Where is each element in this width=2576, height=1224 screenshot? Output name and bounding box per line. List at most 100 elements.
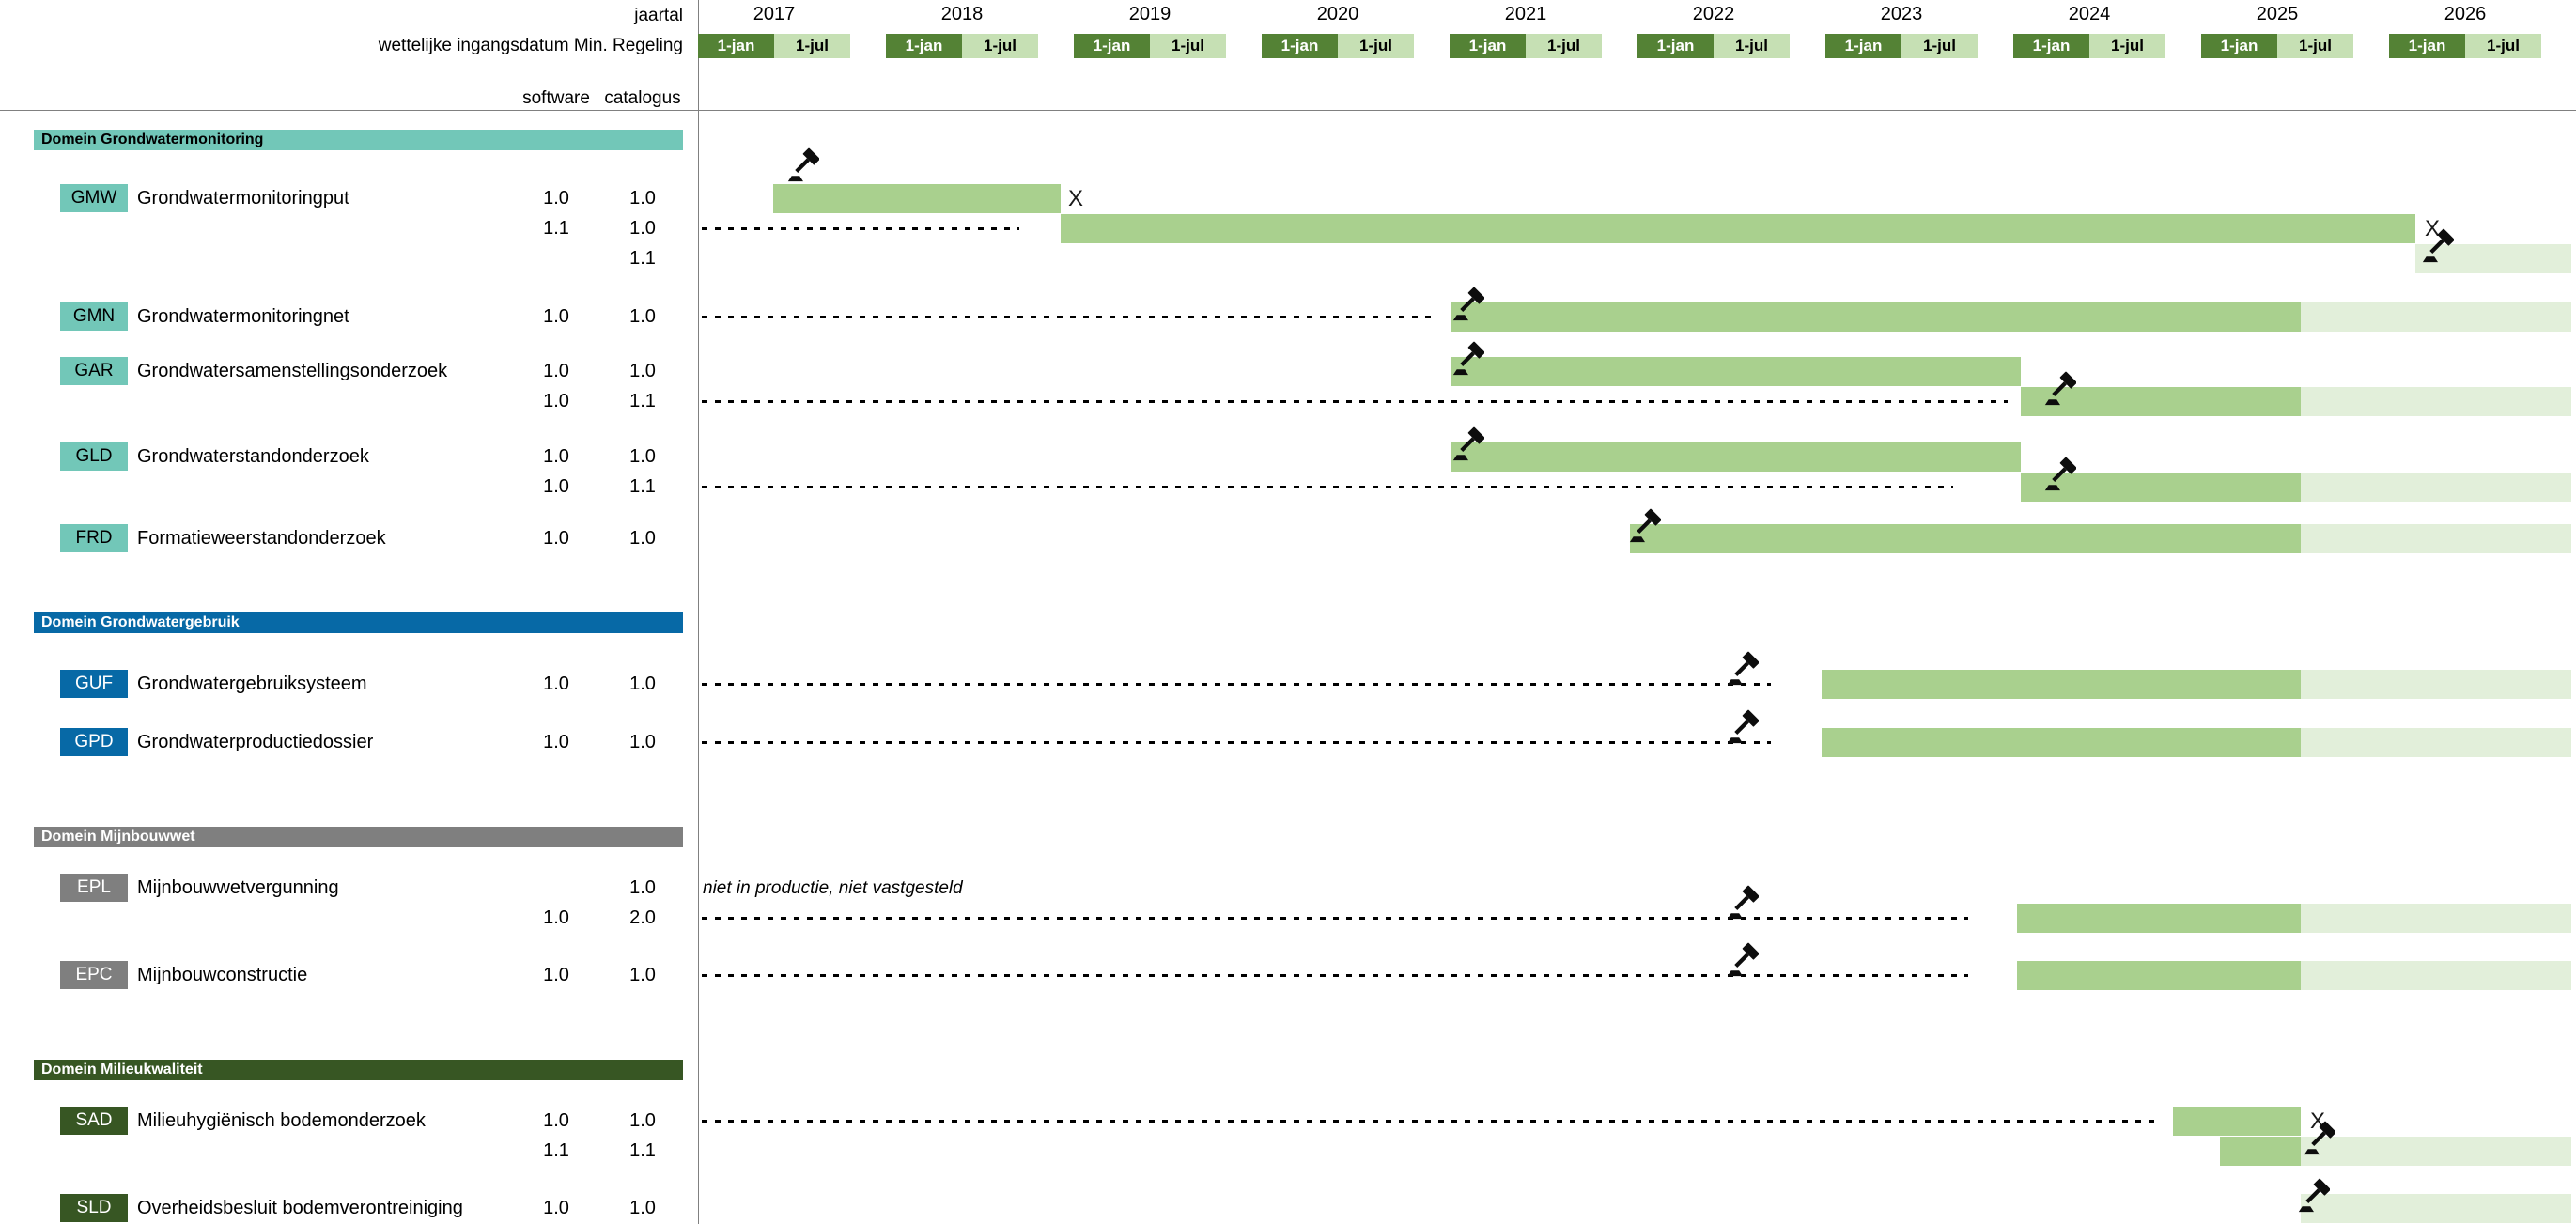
- software-version: 1.1: [543, 1140, 569, 1161]
- dash-line: [702, 227, 1019, 230]
- jul-cell: 1-jul: [2277, 34, 2353, 58]
- product-name: Grondwaterproductiedossier: [137, 732, 374, 752]
- software-column-header: software: [522, 88, 590, 108]
- timeline-bar-realized: [1630, 524, 2301, 553]
- jan-cell: 1-jan: [2201, 34, 2277, 58]
- x-marker: X: [1068, 186, 1084, 211]
- gavel-icon: [1727, 884, 1759, 923]
- year-label: 2022: [1692, 4, 1735, 24]
- panel-divider-line: [698, 0, 699, 1224]
- jan-cell: 1-jan: [2389, 34, 2465, 58]
- timeline-bar-realized: [2021, 387, 2301, 416]
- jul-cell: 1-jul: [962, 34, 1038, 58]
- gavel-icon: [1452, 426, 1484, 465]
- catalogus-version: 1.1: [629, 1140, 656, 1161]
- product-name: Grondwaterstandonderzoek: [137, 446, 369, 467]
- timeline-bar-realized: [2017, 904, 2301, 933]
- jul-cell: 1-jul: [1714, 34, 1790, 58]
- product-code-badge: GPD: [60, 728, 128, 756]
- year-label: 2018: [940, 4, 984, 24]
- catalogus-version: 1.1: [629, 248, 656, 269]
- catalogus-version: 1.0: [629, 674, 656, 694]
- timeline-bar-realized: [1451, 357, 2021, 386]
- gavel-icon: [1452, 340, 1484, 380]
- software-version: 1.0: [543, 907, 569, 928]
- year-label: 2017: [753, 4, 796, 24]
- timeline-bar-planned: [2301, 473, 2571, 502]
- not-in-production-note: niet in productie, niet vastgesteld: [703, 878, 963, 898]
- year-label: 2019: [1128, 4, 1172, 24]
- catalogus-version: 1.0: [629, 877, 656, 898]
- dash-line: [702, 486, 1953, 488]
- section-header: Domein Grondwatergebruik: [34, 612, 683, 633]
- jul-cell: 1-jul: [2465, 34, 2541, 58]
- catalogus-version: 1.0: [629, 188, 656, 209]
- year-label: 2021: [1504, 4, 1547, 24]
- catalogus-version: 1.0: [629, 446, 656, 467]
- timeline-bar-planned: [2301, 387, 2571, 416]
- jul-cell: 1-jul: [1901, 34, 1978, 58]
- jan-cell: 1-jan: [1074, 34, 1150, 58]
- timeline-bar-realized: [2017, 961, 2301, 990]
- catalogus-version: 1.0: [629, 306, 656, 327]
- jul-cell: 1-jul: [774, 34, 850, 58]
- dash-line: [702, 683, 1771, 686]
- software-version: 1.0: [543, 446, 569, 467]
- timeline-bar-realized: [773, 184, 1061, 213]
- product-name: Formatieweerstandonderzoek: [137, 528, 386, 549]
- dash-line: [702, 974, 1968, 977]
- catalogus-version: 1.0: [629, 965, 656, 985]
- year-label: 2024: [2068, 4, 2111, 24]
- timeline-bar-realized: [1451, 442, 2021, 472]
- timeline-bar-planned: [2301, 961, 2571, 990]
- dash-line: [702, 917, 1968, 920]
- gavel-icon: [787, 147, 819, 186]
- timeline-bar-planned: [2415, 244, 2571, 273]
- catalogus-version: 1.0: [629, 361, 656, 381]
- dash-line: [702, 400, 2008, 403]
- gavel-icon: [2304, 1120, 2335, 1159]
- catalogus-version: 1.0: [629, 218, 656, 239]
- software-version: 1.0: [543, 1198, 569, 1218]
- year-label: 2020: [1316, 4, 1359, 24]
- dash-line: [702, 741, 1771, 744]
- gavel-icon: [1727, 941, 1759, 981]
- product-code-badge: SAD: [60, 1107, 128, 1135]
- gavel-icon: [1727, 650, 1759, 689]
- timeline-bar-realized: [2021, 473, 2301, 502]
- timeline-bar-planned: [2301, 670, 2571, 699]
- jan-cell: 1-jan: [1825, 34, 1901, 58]
- product-name: Grondwatergebruiksysteem: [137, 674, 367, 694]
- year-label: 2025: [2256, 4, 2299, 24]
- jul-cell: 1-jul: [1526, 34, 1602, 58]
- timeline-bar-realized: [1822, 670, 2301, 699]
- catalogus-version: 1.0: [629, 528, 656, 549]
- product-name: Overheidsbesluit bodemverontreiniging: [137, 1198, 463, 1218]
- timeline-bar-planned: [2301, 302, 2571, 332]
- software-version: 1.0: [543, 361, 569, 381]
- timeline-bar-realized: [1451, 302, 2301, 332]
- product-code-badge: SLD: [60, 1194, 128, 1222]
- software-version: 1.0: [543, 391, 569, 411]
- jan-cell: 1-jan: [1262, 34, 1338, 58]
- timeline-bar-planned: [2301, 1194, 2571, 1223]
- product-code-badge: GMW: [60, 184, 128, 212]
- product-name: Grondwatersamenstellingsonderzoek: [137, 361, 448, 381]
- jul-cell: 1-jul: [1150, 34, 1226, 58]
- x-marker: X: [2425, 216, 2441, 241]
- software-version: 1.0: [543, 965, 569, 985]
- product-code-badge: GLD: [60, 442, 128, 471]
- year-label: 2026: [2444, 4, 2487, 24]
- dash-line: [702, 1120, 2160, 1123]
- software-version: 1.0: [543, 528, 569, 549]
- section-header: Domein Mijnbouwwet: [34, 827, 683, 847]
- jul-cell: 1-jul: [2089, 34, 2165, 58]
- catalogus-version: 1.1: [629, 476, 656, 497]
- catalogus-version: 2.0: [629, 907, 656, 928]
- section-header: Domein Milieukwaliteit: [34, 1060, 683, 1080]
- wettelijke-ingangsdatum-label: wettelijke ingangsdatum Min. Regeling: [378, 36, 683, 55]
- jan-cell: 1-jan: [698, 34, 774, 58]
- software-version: 1.0: [543, 476, 569, 497]
- gavel-icon: [2298, 1177, 2330, 1216]
